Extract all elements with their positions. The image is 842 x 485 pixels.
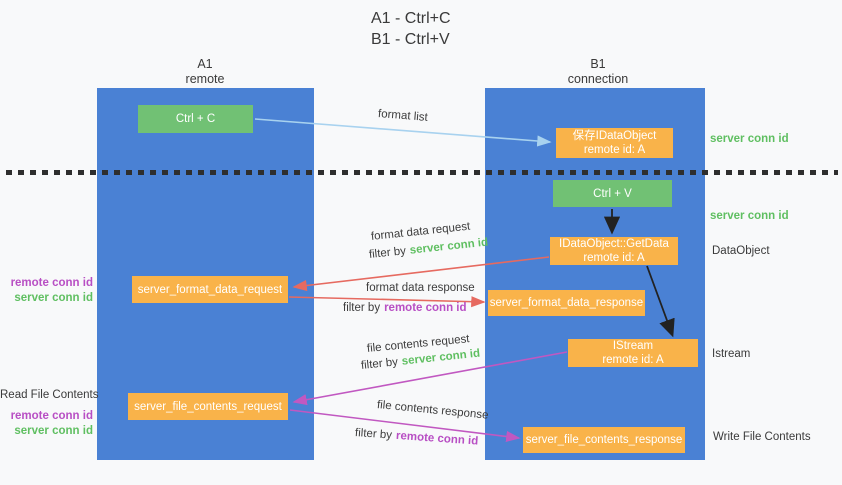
lane-header-b1: B1 connection bbox=[543, 57, 653, 87]
node-save-idataobject: 保存IDataObject remote id: A bbox=[556, 128, 673, 158]
label-format-list: format list bbox=[377, 108, 429, 124]
node-file-response-label: server_file_contents_response bbox=[525, 434, 683, 446]
filter-by-text: filter by bbox=[343, 302, 381, 314]
right-label-dataobject: DataObject bbox=[712, 245, 770, 257]
filter-by-text: filter by bbox=[360, 356, 399, 372]
title-line-1: A1 - Ctrl+C bbox=[371, 10, 451, 27]
left-conn-id-group-1: remote conn id server conn id bbox=[0, 276, 93, 306]
right-server-conn-id-top: server conn id bbox=[710, 133, 789, 145]
right-label-istream: Istream bbox=[712, 348, 751, 360]
node-getdata-line2: remote id: A bbox=[583, 252, 645, 264]
lane-header-a1: A1 remote bbox=[150, 57, 260, 87]
session-separator-line bbox=[6, 170, 838, 175]
node-format-response-label: server_format_data_response bbox=[489, 297, 644, 309]
node-istream: IStream remote id: A bbox=[568, 339, 698, 367]
node-istream-line1: IStream bbox=[612, 340, 654, 352]
label-file-contents-response: file contents response bbox=[376, 399, 489, 422]
remote-conn-id-text: remote conn id bbox=[384, 302, 467, 314]
left-conn-id-group-2: remote conn id server conn id bbox=[0, 409, 93, 439]
left-server-conn-id-1: server conn id bbox=[14, 292, 93, 304]
node-ctrl-v: Ctrl + V bbox=[553, 180, 672, 207]
left-server-conn-id-2: server conn id bbox=[14, 425, 93, 437]
node-getdata-line1: IDataObject::GetData bbox=[559, 238, 669, 250]
diagram-title: A1 - Ctrl+C B1 - Ctrl+V bbox=[371, 8, 451, 50]
right-server-conn-id-mid: server conn id bbox=[710, 210, 789, 222]
node-server-file-contents-response: server_file_contents_response bbox=[523, 427, 685, 453]
node-server-format-data-response: server_format_data_response bbox=[488, 290, 645, 316]
lane-a1-name: A1 bbox=[197, 57, 213, 71]
node-ctrl-c: Ctrl + C bbox=[138, 105, 253, 133]
left-remote-conn-id-1: remote conn id bbox=[10, 277, 93, 289]
node-ctrl-c-label: Ctrl + C bbox=[175, 113, 216, 125]
remote-conn-id-text: remote conn id bbox=[395, 429, 479, 448]
label-format-data-response: format data response bbox=[366, 282, 475, 294]
node-save-idataobject-line1: 保存IDataObject bbox=[572, 130, 657, 142]
server-conn-id-text: server conn id bbox=[409, 236, 489, 257]
node-ctrl-v-label: Ctrl + V bbox=[593, 187, 632, 200]
node-save-idataobject-line2: remote id: A bbox=[583, 144, 646, 156]
node-idataobject-getdata: IDataObject::GetData remote id: A bbox=[550, 237, 678, 265]
node-file-request-label: server_file_contents_request bbox=[134, 400, 282, 413]
filter-by-text: filter by bbox=[368, 245, 407, 261]
filter-by-text: filter by bbox=[354, 427, 393, 442]
right-label-write-file-contents: Write File Contents bbox=[713, 431, 811, 443]
node-server-format-data-request: server_format_data_request bbox=[132, 276, 288, 303]
title-line-2: B1 - Ctrl+V bbox=[371, 31, 450, 48]
lane-b1-role: connection bbox=[567, 72, 629, 86]
node-server-file-contents-request: server_file_contents_request bbox=[128, 393, 288, 420]
left-label-read-file-contents: Read File Contents bbox=[0, 389, 99, 401]
lane-b1-name: B1 bbox=[590, 57, 606, 71]
node-istream-line2: remote id: A bbox=[602, 354, 664, 366]
left-remote-conn-id-2: remote conn id bbox=[10, 410, 93, 422]
node-format-request-label: server_format_data_request bbox=[137, 283, 283, 296]
lane-a1-role: remote bbox=[185, 72, 225, 86]
